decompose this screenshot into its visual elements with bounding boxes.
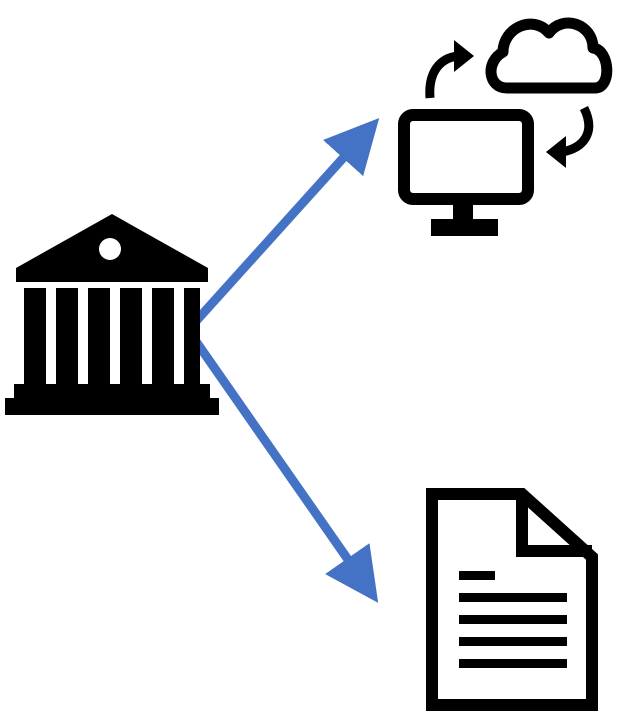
arrow-bank-to-computer (184, 117, 380, 334)
bank-building-icon (5, 214, 219, 415)
arrow-bank-to-document (184, 327, 379, 603)
computer-monitor-icon (398, 109, 534, 236)
document-icon (426, 488, 598, 711)
sync-arrows-icon (425, 40, 594, 168)
cloud-icon (485, 17, 613, 94)
